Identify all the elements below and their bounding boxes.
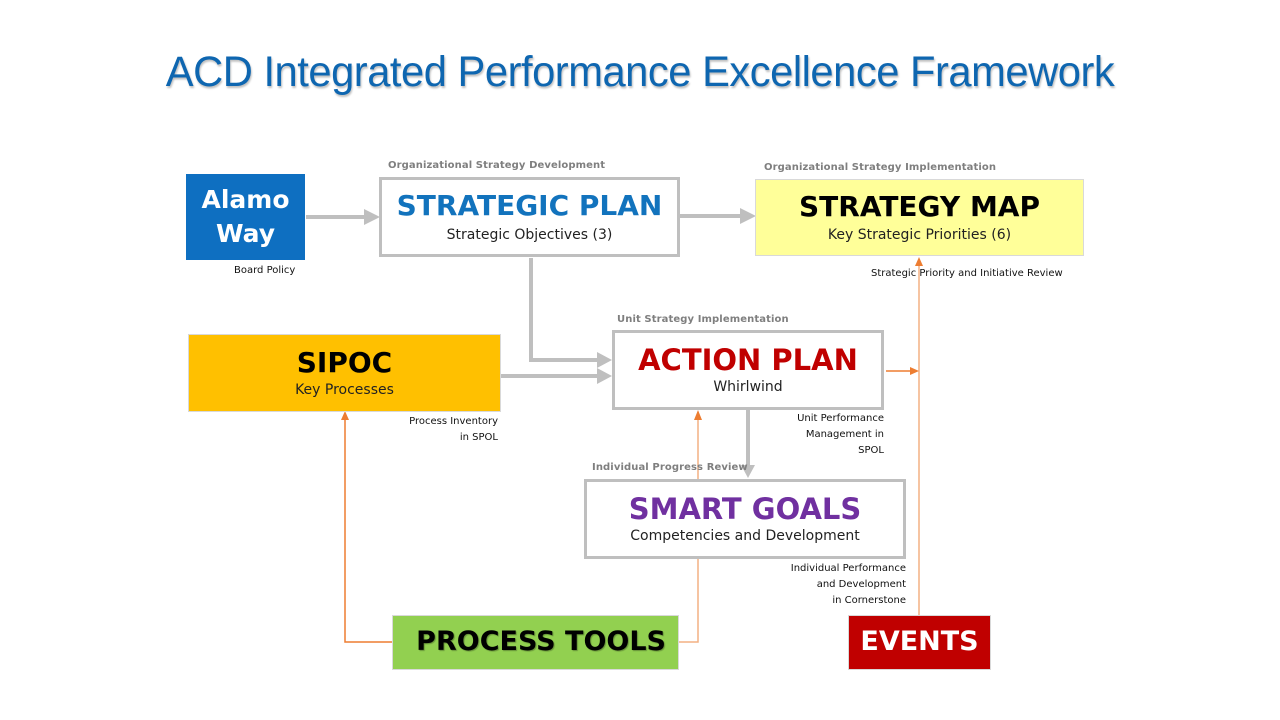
connector-events-to-strategy-map xyxy=(915,257,923,615)
strategy-map-sub: Key Strategic Priorities (6) xyxy=(827,227,1012,244)
strategy-map-note: Strategic Priority and Initiative Review xyxy=(871,268,1063,279)
strategy-map-caption: Organizational Strategy Implementation xyxy=(764,162,997,173)
sipoc-heading: SIPOC xyxy=(296,346,393,380)
process-tools-heading: PROCESS TOOLS xyxy=(416,626,666,658)
smart-goals-box: SMART GOALS Competencies and Development xyxy=(584,479,906,559)
strategy-map-box: STRATEGY MAP Key Strategic Priorities (6… xyxy=(755,179,1084,256)
sipoc-box: SIPOC Key Processes xyxy=(188,334,501,412)
action-plan-note-line2: Management in xyxy=(805,429,884,440)
smart-goals-heading: SMART GOALS xyxy=(628,491,862,526)
smart-goals-note-line1: Individual Performance xyxy=(790,563,906,574)
connector-alamo-to-strategic-plan xyxy=(306,209,380,225)
alamo-way-box: Alamo Way xyxy=(186,174,305,260)
action-plan-heading: ACTION PLAN xyxy=(638,342,858,377)
action-plan-caption: Unit Strategy Implementation xyxy=(617,314,789,325)
connector-strategic-plan-to-action-plan xyxy=(529,258,612,368)
strategic-plan-caption: Organizational Strategy Development xyxy=(388,160,606,171)
strategic-plan-heading: STRATEGIC PLAN xyxy=(396,189,663,223)
connector-strategic-plan-to-strategy-map xyxy=(680,208,756,224)
sipoc-sub: Key Processes xyxy=(295,381,394,398)
action-plan-note-line1: Unit Performance xyxy=(797,413,884,424)
action-plan-sub: Whirlwind xyxy=(713,379,783,396)
smart-goals-note: Individual Performance and Development i… xyxy=(750,561,906,609)
smart-goals-note-line3: in Cornerstone xyxy=(832,595,906,606)
connector-sipoc-to-action-plan xyxy=(500,368,612,384)
sipoc-note-line1: Process Inventory xyxy=(409,416,498,427)
connector-action-plan-to-review-line xyxy=(886,367,919,375)
smart-goals-sub: Competencies and Development xyxy=(630,528,860,545)
events-heading: EVENTS xyxy=(860,626,979,658)
page-title: ACD Integrated Performance Excellence Fr… xyxy=(165,48,1115,96)
events-box: EVENTS xyxy=(848,615,991,670)
strategy-map-heading: STRATEGY MAP xyxy=(799,189,1040,223)
process-tools-box: PROCESS TOOLS xyxy=(392,615,679,670)
alamo-way-line1: Alamo xyxy=(201,185,290,214)
alamo-way-line2: Way xyxy=(215,219,276,248)
alamo-way-note: Board Policy xyxy=(234,265,296,276)
smart-goals-caption: Individual Progress Review xyxy=(592,462,748,473)
action-plan-note-line3: SPOL xyxy=(858,445,884,456)
strategic-plan-box: STRATEGIC PLAN Strategic Objectives (3) xyxy=(379,177,680,257)
action-plan-note: Unit Performance Management in SPOL xyxy=(760,411,884,459)
action-plan-box: ACTION PLAN Whirlwind xyxy=(612,330,884,410)
sipoc-note-line2: in SPOL xyxy=(459,432,498,443)
sipoc-note: Process Inventory in SPOL xyxy=(380,414,498,446)
smart-goals-note-line2: and Development xyxy=(816,579,906,590)
strategic-plan-sub: Strategic Objectives (3) xyxy=(446,226,613,243)
